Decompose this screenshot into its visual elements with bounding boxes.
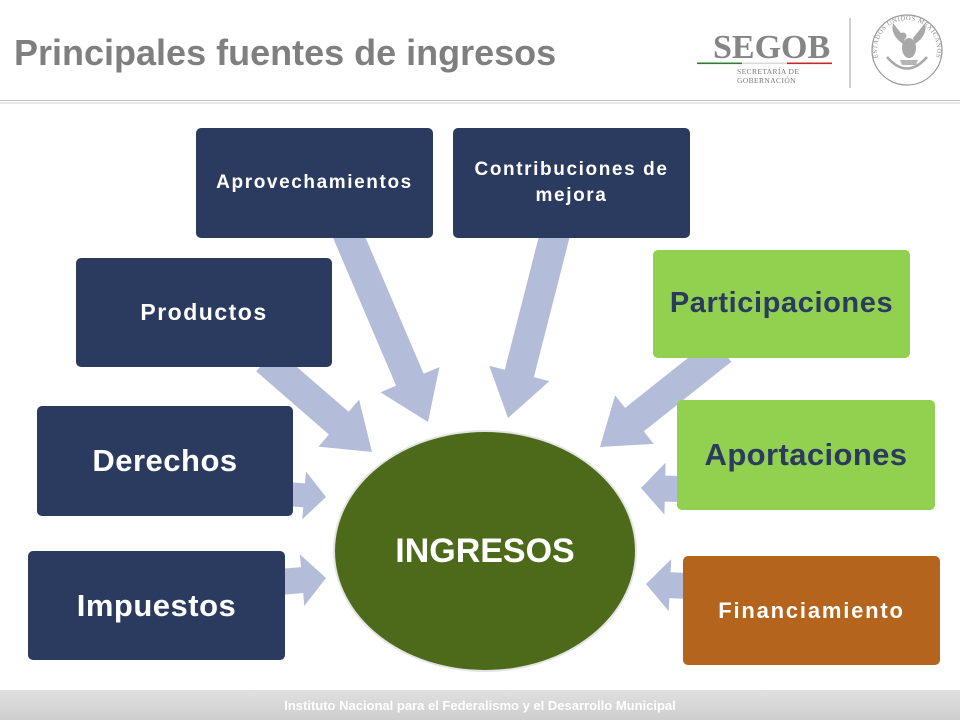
eagle-body-icon <box>902 38 916 58</box>
center-label: INGRESOS <box>395 531 575 570</box>
source-label-aprovechamientos: Aprovechamientos <box>216 172 413 194</box>
source-label-derechos: Derechos <box>92 443 238 479</box>
source-box-contribuciones-de-mejora: Contribuciones de mejora <box>453 128 690 238</box>
source-label-financiamiento: Financiamiento <box>718 597 905 623</box>
slide-footer: Instituto Nacional para el Federalismo y… <box>0 690 960 720</box>
arrow-participaciones <box>600 338 732 447</box>
logo-stripe-white <box>742 62 787 65</box>
source-label-aportaciones: Aportaciones <box>704 437 908 473</box>
logo-stripe-red <box>787 62 832 65</box>
source-box-impuestos: Impuestos <box>28 551 285 660</box>
source-box-aprovechamientos: Aprovechamientos <box>196 128 433 238</box>
cactus-icon <box>900 60 918 65</box>
footer-text: Instituto Nacional para el Federalismo y… <box>284 698 676 713</box>
eagle-head-icon <box>899 32 907 40</box>
source-box-aportaciones: Aportaciones <box>677 400 935 510</box>
arrow-layer <box>256 224 732 612</box>
header-divider <box>0 100 960 101</box>
source-box-participaciones: Participaciones <box>653 250 910 358</box>
logo-subtitle-line2: GOBERNACIÓN <box>737 75 796 85</box>
source-box-productos: Productos <box>76 258 332 367</box>
arrow-impuestos <box>278 554 326 606</box>
source-label-contribuciones-de-mejora: Contribuciones de mejora <box>474 159 669 206</box>
logo-subtitle-line1: SECRETARÍA DE <box>737 66 799 76</box>
source-box-derechos: Derechos <box>37 406 293 516</box>
arrow-aportaciones <box>641 462 683 515</box>
arrow-productos <box>256 348 372 452</box>
seal-outer-ring <box>871 14 943 86</box>
source-box-financiamiento: Financiamiento <box>683 556 940 665</box>
logo-stripe-green <box>697 62 742 65</box>
header-divider-shadow <box>0 102 960 104</box>
source-label-impuestos: Impuestos <box>76 587 237 623</box>
center-node-ingresos: INGRESOS <box>333 430 637 672</box>
source-label-productos: Productos <box>140 298 268 325</box>
segob-wordmark: SEGOB <box>713 29 830 66</box>
source-label-participaciones: Participaciones <box>669 287 894 320</box>
wreath-icon <box>886 56 928 70</box>
slide-title: Principales fuentes de ingresos <box>14 32 557 73</box>
eagle-right-wing-icon <box>913 23 926 44</box>
arrow-contribuciones-de-mejora <box>489 226 571 418</box>
arrow-financiamiento <box>646 559 689 612</box>
arrow-aprovechamientos <box>332 224 440 422</box>
arrow-derechos <box>285 471 326 520</box>
segob-logo: SEGOB SECRETARÍA DE GOBERNACIÓN ESTADOS … <box>697 14 943 88</box>
